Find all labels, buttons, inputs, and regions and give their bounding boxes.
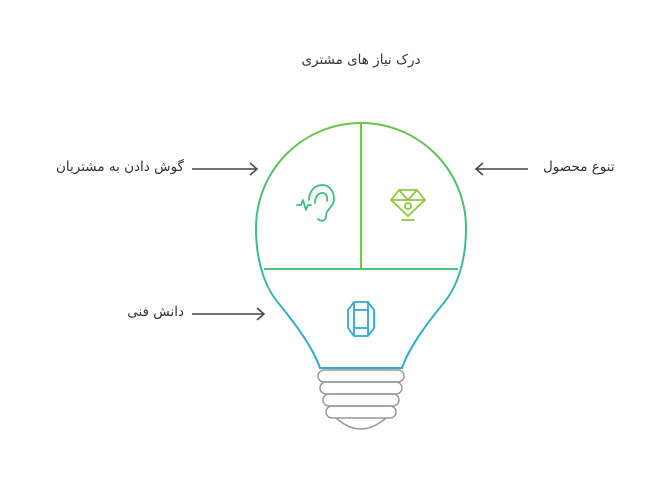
- label-listening: گوش دادن به مشتریان: [55, 159, 184, 175]
- arrow-product: [474, 162, 528, 176]
- arrow-listening: [192, 162, 259, 176]
- bulb-base: [317, 369, 405, 430]
- ear-icon: [296, 184, 335, 222]
- label-technical-knowledge: دانش فنی: [127, 304, 184, 320]
- hexagon-prism-icon: [347, 301, 375, 337]
- arrow-technical: [192, 307, 266, 321]
- jewel-icon: [390, 189, 426, 221]
- label-product-variety: تنوع محصول: [543, 159, 615, 175]
- diagram-title: درک نیاز های مشتری: [301, 52, 421, 68]
- bulb-outline: [254, 122, 468, 369]
